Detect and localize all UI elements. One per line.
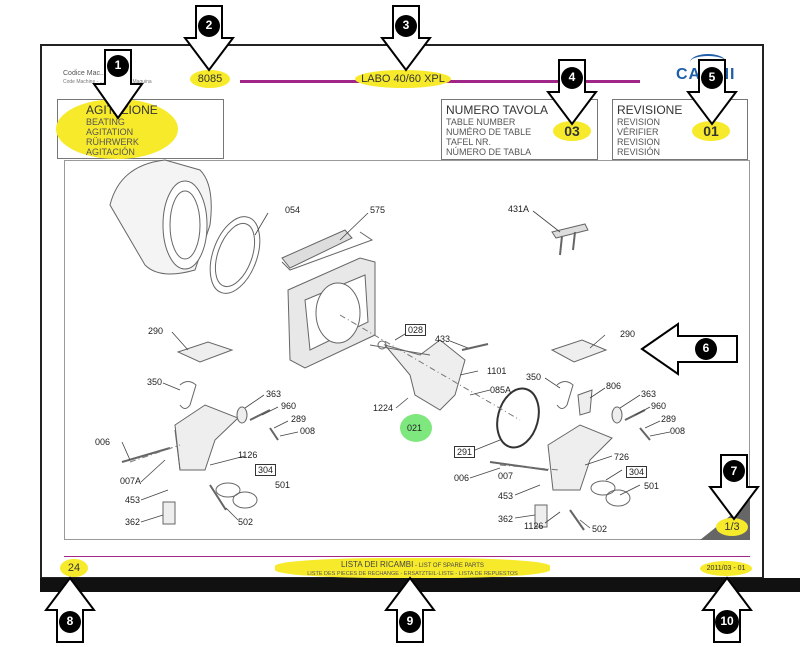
section-translation-2: AGITATION (86, 127, 134, 137)
part-502-left: 502 (238, 517, 254, 527)
machine-code: 8085 (190, 70, 230, 88)
part-350-right: 350 (526, 372, 542, 382)
callout-6-label: 6 (702, 341, 710, 355)
revision-translation-1: REVISION (617, 117, 661, 127)
part-1126-left: 1126 (238, 450, 258, 460)
callout-4-label: 4 (568, 70, 576, 84)
part-501-right: 501 (644, 481, 660, 491)
part-362-right: 362 (498, 514, 514, 524)
callout-5-arrow (686, 59, 738, 126)
footer-date: 2011/03 - 01 (700, 561, 752, 576)
revision-title: REVISIONE (617, 103, 683, 117)
part-290-left: 290 (148, 326, 164, 336)
callout-1-label: 1 (114, 58, 122, 72)
part-028: 028 (405, 324, 427, 336)
part-433: 433 (435, 334, 451, 344)
part-431A: 431A (508, 204, 530, 214)
callout-3-arrow (380, 5, 432, 72)
part-1126-right: 1126 (524, 521, 544, 531)
section-translation-3: RÜHRWERK (86, 137, 139, 147)
callout-8-arrow (44, 576, 96, 643)
part-362-left: 362 (125, 517, 141, 527)
part-726: 726 (614, 452, 630, 462)
part-1224: 1224 (373, 403, 394, 413)
part-291: 291 (454, 446, 476, 458)
footer-title-highlight: LISTA DEI RICAMBI - LIST OF SPARE PARTS … (275, 558, 550, 578)
callout-7-label: 7 (730, 464, 738, 478)
part-453-right: 453 (498, 491, 514, 501)
diagram-frame (64, 160, 750, 540)
part-085A: 085A (490, 385, 512, 395)
part-290-right: 290 (620, 329, 636, 339)
part-008-right: 008 (670, 426, 686, 436)
table-number-title: NUMERO TAVOLA (446, 103, 549, 117)
callout-2-label: 2 (205, 18, 213, 32)
part-006-right: 006 (454, 473, 470, 483)
part-007-right: 007 (498, 471, 514, 481)
footer-page-number: 24 (60, 559, 88, 577)
part-007A-left: 007A (120, 476, 142, 486)
bottom-band (40, 578, 800, 592)
footer-subtitle: LISTE DES PIECES DE RECHANGE - ERSATZTEI… (307, 571, 518, 577)
revision-translation-2: VÉRIFIER (617, 127, 659, 137)
page-fraction: 1/3 (716, 518, 748, 536)
callout-3-label: 3 (402, 18, 410, 32)
callout-4-arrow (546, 59, 598, 126)
part-304-left: 304 (255, 464, 277, 476)
brand-arc (690, 54, 726, 70)
section-translation-1: BEATING (86, 117, 125, 127)
callout-6-arrow (640, 322, 738, 376)
callout-8-label: 8 (66, 614, 74, 628)
callout-7-arrow (708, 454, 760, 521)
footer-title-suffix: - LIST OF SPARE PARTS (413, 563, 484, 569)
part-363-right: 363 (641, 389, 657, 399)
codice-label: Codice Mac... (63, 70, 106, 77)
callout-1-arrow (92, 49, 144, 120)
table-number-translation-1: TABLE NUMBER (446, 117, 516, 127)
part-006-left: 006 (95, 437, 111, 447)
part-1101: 1101 (487, 366, 507, 376)
part-502-right: 502 (592, 524, 608, 534)
part-289-left: 289 (291, 414, 307, 424)
callout-9-arrow (384, 576, 436, 643)
callout-5-label: 5 (708, 70, 716, 84)
callout-10-arrow (701, 576, 753, 643)
part-575: 575 (370, 205, 386, 215)
part-960-left: 960 (281, 401, 297, 411)
revision-translation-3: REVISION (617, 137, 661, 147)
revision-translation-4: REVISIÓN (617, 147, 661, 157)
callout-9-label: 9 (406, 614, 414, 628)
callout-10-label: 10 (720, 614, 734, 628)
revision-value: 01 (692, 121, 730, 141)
table-number-translation-3: TAFEL NR. (446, 137, 492, 147)
part-453-left: 453 (125, 495, 141, 505)
part-806: 806 (606, 381, 622, 391)
footer-title: LISTA DEI RICAMBI (341, 560, 414, 569)
part-304-right: 304 (626, 466, 648, 478)
callout-2-arrow (183, 5, 235, 72)
part-021: 021 (407, 423, 423, 433)
part-008-left: 008 (300, 426, 316, 436)
part-054: 054 (285, 205, 301, 215)
part-363-left: 363 (266, 389, 282, 399)
part-960-right: 960 (651, 401, 667, 411)
model-name: LABO 40/60 XPL (355, 70, 451, 88)
table-number-translation-2: NUMÉRO DE TABLE (446, 127, 532, 137)
section-translation-4: AGITACIÓN (86, 147, 135, 157)
part-289-right: 289 (661, 414, 677, 424)
table-number-translation-4: NÚMERO DE TABLA (446, 147, 532, 157)
part-350-left: 350 (147, 377, 163, 387)
part-021-marker (400, 414, 432, 442)
part-501-left: 501 (275, 480, 291, 490)
footer-line (64, 556, 750, 557)
table-number-value: 03 (553, 121, 591, 141)
